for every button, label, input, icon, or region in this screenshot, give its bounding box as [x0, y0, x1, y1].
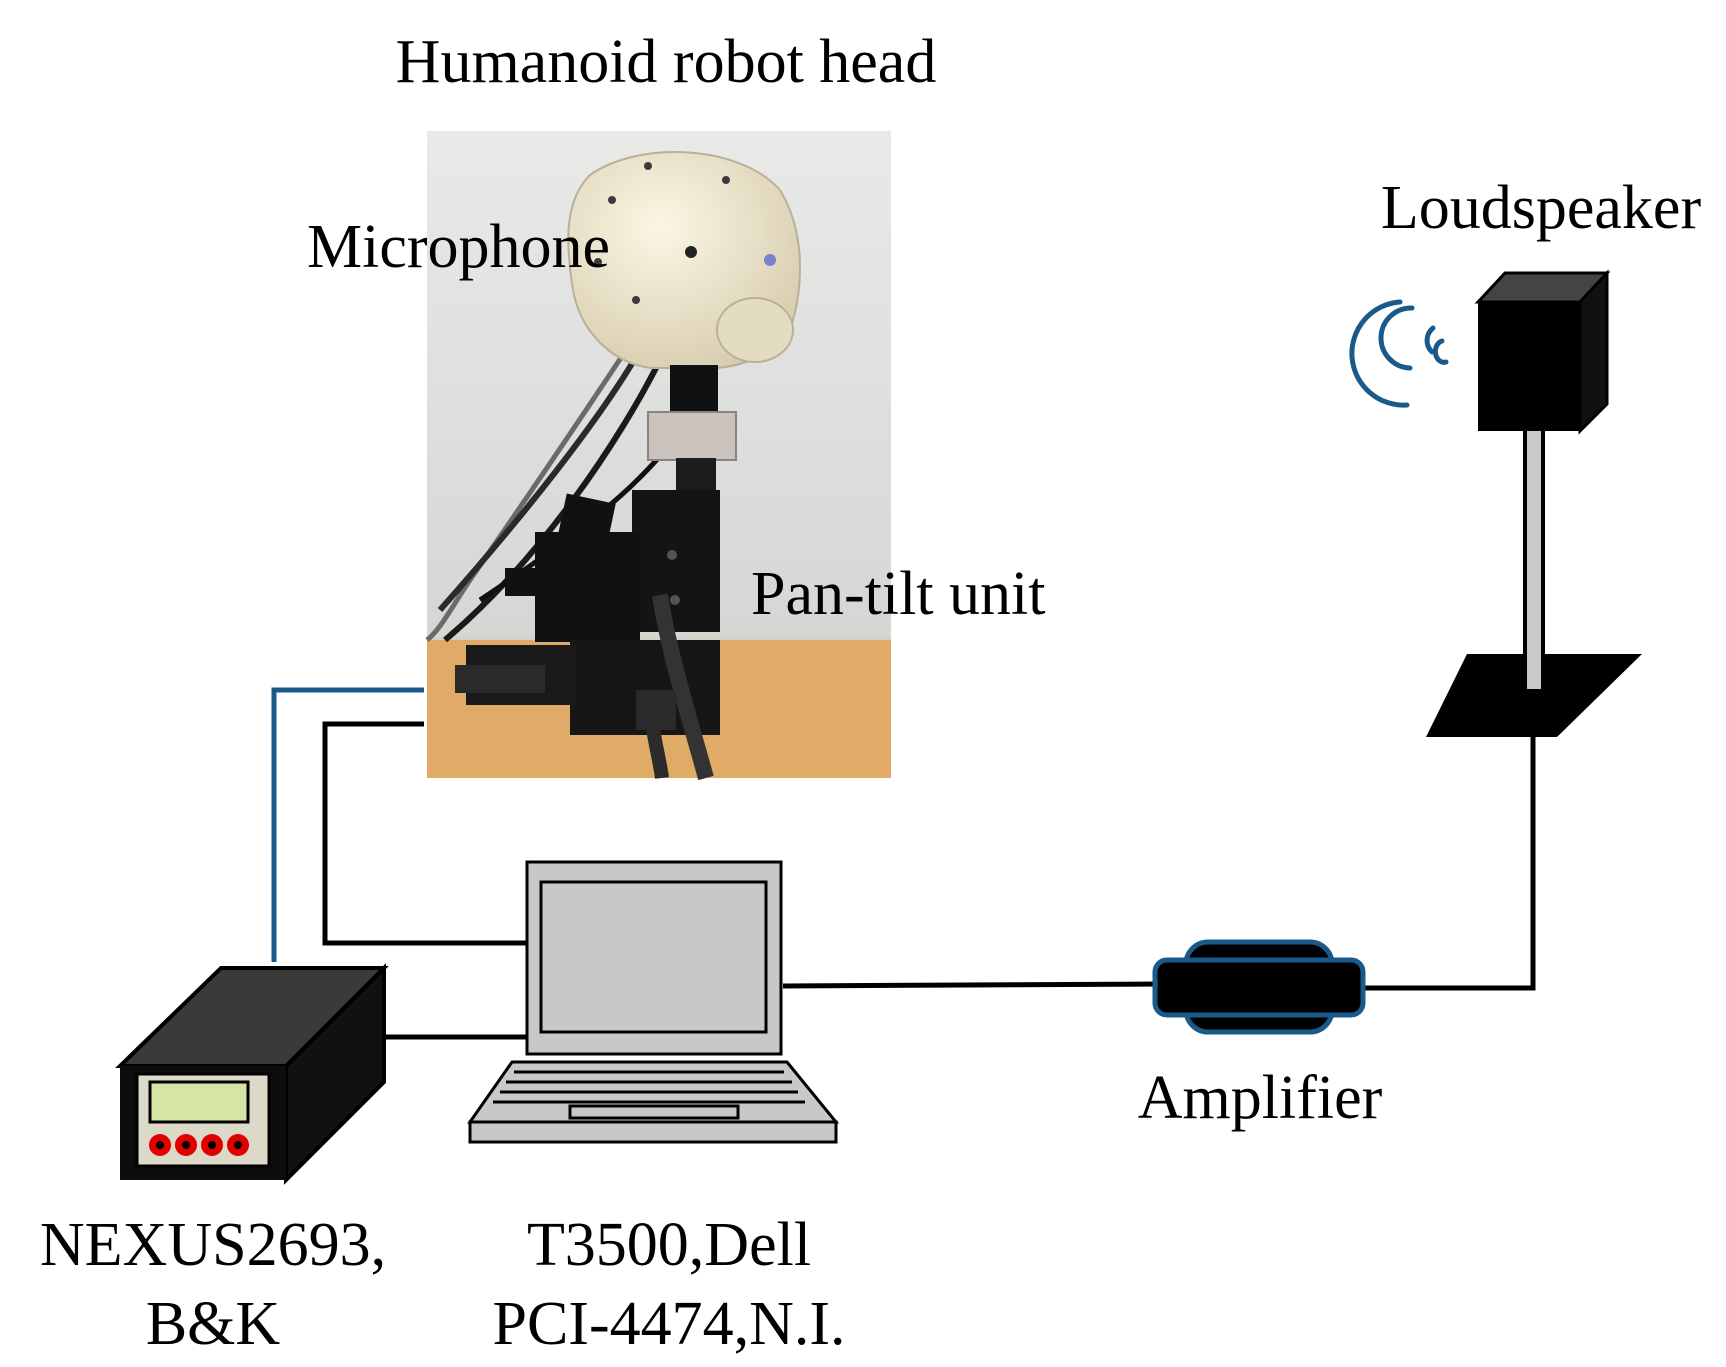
loudspeaker-stand-pole — [1523, 426, 1545, 693]
cables — [271, 687, 1536, 1040]
nexus-knobs — [149, 1134, 249, 1156]
microphone-hole — [685, 246, 697, 258]
labels: Humanoid robot head Microphone Pan-tilt … — [40, 28, 1702, 1358]
cable-pan-tilt-to-computer — [322, 721, 526, 946]
label-amplifier: Amplifier — [1138, 1064, 1383, 1132]
robot-head-photo — [425, 131, 891, 781]
sound-waves-icon — [1349, 299, 1449, 408]
label-pan-tilt-unit: Pan-tilt unit — [751, 560, 1046, 628]
label-nexus-line2: B&K — [146, 1290, 281, 1358]
amplifier — [1152, 939, 1366, 1035]
label-robot-head: Humanoid robot head — [396, 28, 937, 96]
label-microphone: Microphone — [307, 213, 610, 281]
label-loudspeaker: Loudspeaker — [1381, 174, 1702, 242]
computer-laptop-icon — [467, 860, 840, 1144]
loudspeaker-base — [1426, 654, 1642, 737]
laptop-screen — [539, 880, 768, 1034]
label-computer-line1: T3500,Dell — [527, 1211, 811, 1279]
signal-cable-microphone-to-nexus — [271, 687, 424, 962]
cable-amplifier-to-loudspeaker — [1362, 728, 1536, 991]
label-nexus-line1: NEXUS2693, — [40, 1211, 386, 1279]
loudspeaker — [1349, 269, 1642, 737]
laptop-touchpad — [568, 1104, 740, 1120]
amplifier-body — [1152, 957, 1366, 1018]
cable-computer-to-amplifier — [782, 981, 1159, 989]
label-computer-line2: PCI-4474,N.I. — [492, 1290, 845, 1358]
nexus-device — [115, 963, 389, 1185]
nexus-lcd-display — [148, 1080, 250, 1124]
loudspeaker-box — [1478, 302, 1580, 431]
